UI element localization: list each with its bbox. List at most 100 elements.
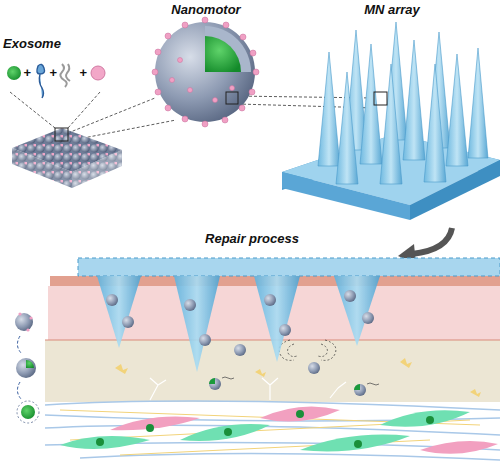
surface-dots-part — [240, 34, 246, 40]
patch-base — [78, 258, 500, 276]
surface-dots-part — [178, 58, 183, 63]
skin-section — [30, 276, 500, 463]
skin-nanomotors-part-part — [400, 358, 412, 368]
surface-dots-part — [250, 50, 256, 56]
skin-nanomotors-part — [106, 294, 118, 306]
release-sequence-part — [29, 316, 32, 319]
cones-part — [336, 72, 358, 184]
cut-surface — [205, 26, 251, 72]
skin-nanomotors-part — [115, 358, 481, 397]
cones-part — [380, 64, 402, 184]
ripples-part — [321, 340, 336, 360]
cell — [180, 424, 270, 441]
cell — [300, 435, 410, 452]
release-sequence-part — [16, 358, 36, 378]
cones — [318, 22, 488, 184]
surface-dots-part — [213, 98, 218, 103]
exosome-core — [205, 36, 241, 72]
ripples-part — [318, 344, 327, 357]
skin-nanomotors-part — [344, 290, 356, 302]
surface-dots-part — [165, 33, 171, 39]
surface-dots-part — [202, 17, 208, 23]
skin-nanomotors-part-part — [367, 383, 379, 385]
surface-dots — [152, 17, 259, 127]
surface-dots-part — [249, 89, 255, 95]
needles-part — [97, 276, 141, 348]
needles-part — [334, 276, 380, 346]
release-sequence-part — [21, 405, 35, 419]
release-sequence-part — [26, 328, 29, 331]
release-sequence-part — [17, 401, 39, 423]
cones-part — [360, 44, 382, 164]
plus-sign: + — [23, 66, 31, 79]
section-title: Repair process — [205, 232, 299, 245]
cell — [420, 441, 498, 454]
motor-protein — [37, 64, 45, 98]
cell — [380, 410, 470, 427]
zoom-box — [226, 92, 238, 104]
skin-nanomotors-part — [354, 384, 360, 390]
skin-nanomotors-part — [199, 334, 211, 346]
mn-patch — [78, 258, 500, 372]
cells-part — [296, 410, 304, 418]
cell — [260, 406, 340, 421]
pink-particle — [91, 66, 105, 80]
skin-nanomotors-part — [279, 324, 291, 336]
shell — [155, 22, 255, 122]
skin-nanomotors-part-part — [222, 377, 234, 379]
surface-dots-part — [155, 49, 161, 55]
release-sequence-part — [17, 336, 22, 354]
component-label: Exosome — [3, 37, 61, 50]
cells-part — [146, 424, 154, 432]
needles — [97, 276, 380, 372]
surface-dots-part — [152, 69, 158, 75]
cones-part — [318, 52, 340, 166]
dermis — [30, 276, 500, 463]
skin-nanomotors-part — [209, 378, 221, 390]
skin-nanomotors-part — [184, 299, 196, 311]
skin-nanomotors-part-part — [115, 364, 128, 374]
surface-dots-part — [223, 22, 229, 28]
release-sequence-part — [26, 360, 34, 368]
component-label: MN array — [364, 3, 420, 16]
ripples-part — [288, 344, 297, 357]
cell — [110, 417, 200, 431]
release-sequence-part — [17, 382, 22, 400]
skin-nanomotors-part — [222, 377, 379, 385]
dermis-upper — [45, 340, 500, 402]
mn-array — [282, 22, 500, 220]
zoom-lines-part — [68, 98, 155, 133]
exosome-sphere — [7, 66, 21, 80]
component-label: Nanomotor — [171, 3, 240, 16]
surface-dots-part — [182, 22, 188, 28]
release-sequence-part — [18, 312, 21, 315]
cones-part — [403, 40, 425, 160]
surface-dots-part — [230, 86, 235, 91]
surface-dots-part — [239, 105, 245, 111]
nanomotor-sphere — [152, 17, 259, 127]
skin-nanomotors-part-part — [470, 389, 481, 397]
block-right — [72, 150, 122, 188]
skin-nanomotors-part — [308, 362, 320, 374]
plate-side — [410, 160, 500, 220]
skin-nanomotors-part — [264, 294, 276, 306]
skin-nanomotors-part-part — [255, 369, 266, 377]
surface-dots-part — [202, 121, 208, 127]
vessels-part — [150, 378, 166, 400]
collagen-fibers — [45, 401, 500, 460]
surface-dots-part — [155, 89, 161, 95]
cells — [60, 406, 498, 453]
vessels-part — [262, 378, 278, 400]
surface-dots-part — [253, 69, 259, 75]
surface-dots-part — [222, 117, 228, 123]
skin-nanomotors-part — [362, 312, 374, 324]
cells-part — [426, 416, 434, 424]
cones-part — [424, 64, 446, 182]
release-sequence-part — [15, 313, 33, 331]
zoom-lines-part — [68, 92, 100, 128]
cones-part — [468, 48, 488, 158]
polymer-chain — [60, 64, 70, 87]
skin-nanomotors — [106, 290, 481, 397]
surface-dots-part — [182, 116, 188, 122]
